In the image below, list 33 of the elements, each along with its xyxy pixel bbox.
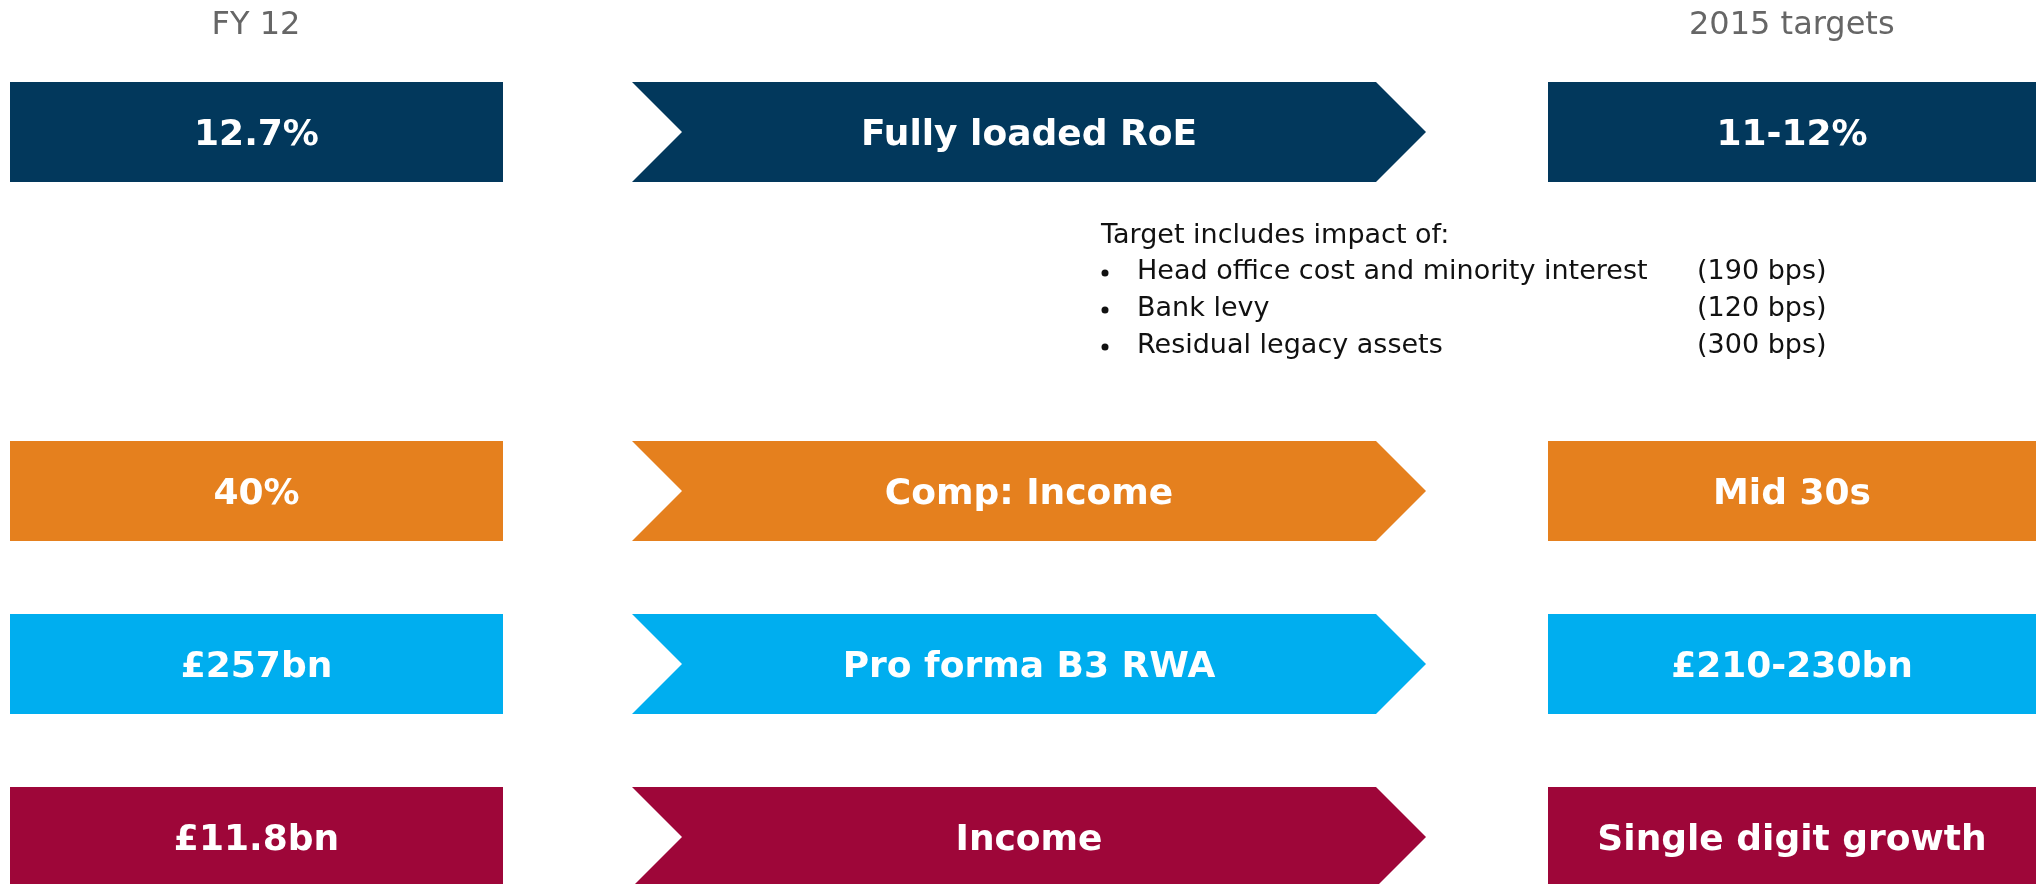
chevron-banner bbox=[632, 82, 1426, 182]
value-box bbox=[10, 614, 503, 714]
metric-label: Income bbox=[955, 816, 1103, 858]
bullet-text: Head office cost and minority interest bbox=[1137, 254, 1648, 285]
value-text: 11-12% bbox=[1716, 111, 1868, 153]
column-heading: FY 12 bbox=[211, 4, 301, 42]
metric-label: Pro forma B3 RWA bbox=[842, 643, 1216, 685]
value-box bbox=[1548, 787, 2036, 884]
note-value: (120 bps) bbox=[1697, 291, 1827, 322]
bullet-text: Bank levy bbox=[1137, 291, 1270, 322]
value-box bbox=[1548, 614, 2036, 714]
chevron-banner bbox=[632, 787, 1426, 884]
metric-label: Fully loaded RoE bbox=[861, 111, 1197, 153]
value-box bbox=[10, 441, 503, 541]
bullet-text: Residual legacy assets bbox=[1137, 328, 1443, 359]
value-text: £11.8bn bbox=[173, 816, 340, 858]
chevron-banner bbox=[632, 614, 1426, 714]
value-box bbox=[10, 787, 503, 884]
value-text: £210-230bn bbox=[1671, 643, 1913, 685]
value-text: Mid 30s bbox=[1713, 470, 1871, 512]
value-box bbox=[1548, 82, 2036, 182]
value-box bbox=[1548, 441, 2036, 541]
column-heading: 2015 targets bbox=[1689, 4, 1895, 42]
note-value: (190 bps) bbox=[1697, 254, 1827, 285]
note-text: Target includes impact of: bbox=[1101, 218, 1450, 249]
value-box bbox=[10, 82, 503, 182]
chevron-banner bbox=[632, 441, 1426, 541]
metric-label: Comp: Income bbox=[884, 470, 1174, 512]
value-text: 12.7% bbox=[194, 111, 319, 153]
value-text: Single digit growth bbox=[1597, 816, 1987, 858]
value-text: £257bn bbox=[180, 643, 333, 685]
value-text: 40% bbox=[213, 470, 300, 512]
note-value: (300 bps) bbox=[1697, 328, 1827, 359]
